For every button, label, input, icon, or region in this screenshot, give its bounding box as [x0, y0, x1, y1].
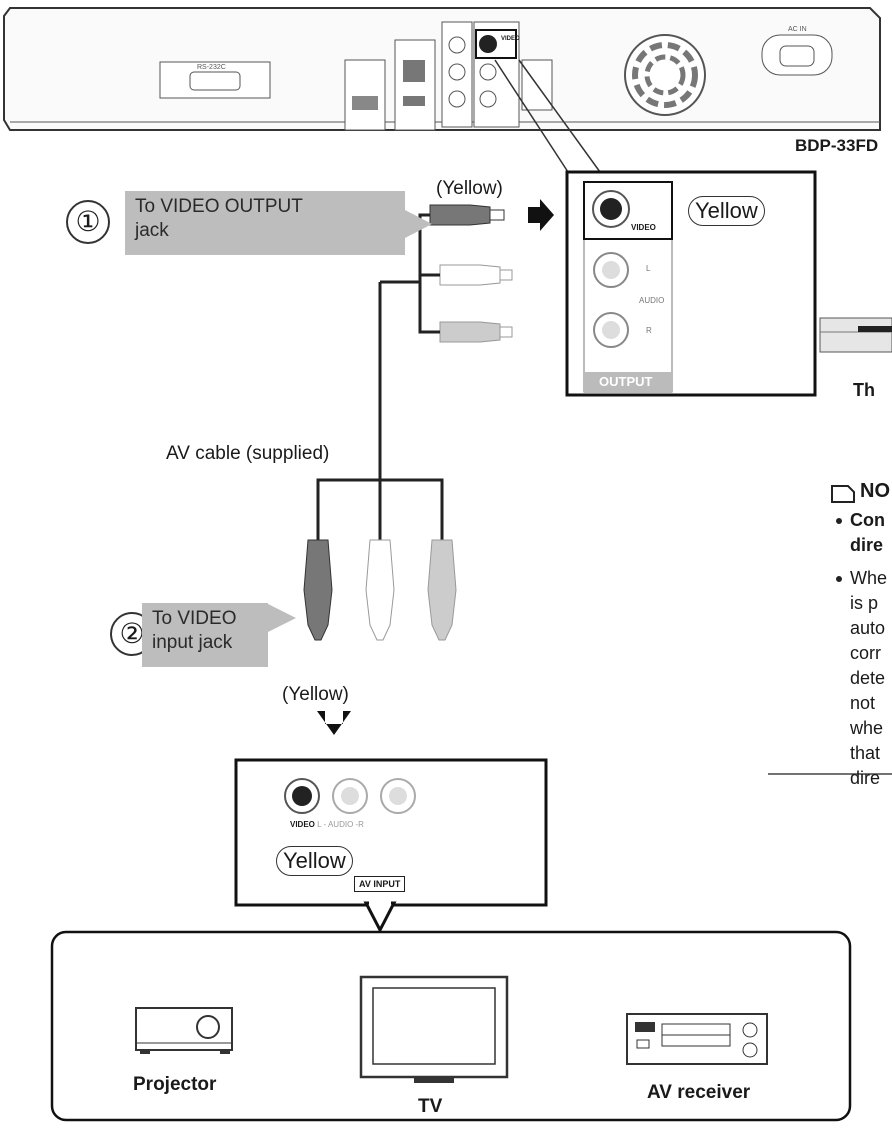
step1-line1: To VIDEO OUTPUT: [135, 196, 303, 217]
output-video-label: VIDEO: [631, 223, 656, 232]
output-audio-l-label: L: [646, 264, 651, 273]
bullet1: Con dire: [850, 508, 885, 558]
bullet2-line: dete: [850, 668, 886, 688]
step1-callout: To VIDEO OUTPUT jack: [125, 191, 405, 255]
side-player-illustration: [819, 317, 892, 353]
av-input-tag: AV INPUT: [354, 876, 406, 892]
ac-in-label: AC IN: [788, 26, 807, 33]
callout1-pointer: [405, 210, 432, 238]
input-yellow-oval: Yellow: [276, 846, 353, 876]
output-footer-label: OUTPUT: [599, 374, 653, 389]
arrow-down: [317, 711, 351, 735]
bullet2-line: that: [850, 743, 881, 763]
cable-label: AV cable (supplied): [166, 443, 330, 464]
bullet2-line: is p: [850, 593, 879, 613]
bullet2-line: Whe: [850, 568, 888, 588]
bottom-yellow-label: (Yellow): [282, 684, 349, 705]
output-audio-label: AUDIO: [639, 296, 665, 305]
rs232c-label: RS-232C: [197, 64, 226, 71]
bullet2-line: not: [850, 693, 876, 713]
av-receiver-label: AV receiver: [647, 1082, 751, 1103]
bullet2-line: dire: [850, 768, 881, 788]
bullet2-line: corr: [850, 643, 881, 663]
step1-line2: jack: [135, 220, 169, 241]
av-receiver-illustration: [626, 1013, 768, 1065]
bullet1-line2: dire: [850, 535, 884, 555]
step2-line2: input jack: [152, 632, 233, 653]
player-model-label: BDP-33FD: [795, 136, 879, 155]
side-caption-cut: Th: [853, 380, 875, 400]
projector-illustration: [135, 1007, 233, 1054]
output-yellow-oval: Yellow: [688, 196, 765, 226]
top-yellow-label: (Yellow): [436, 178, 503, 199]
arrow-right: [528, 199, 554, 231]
panel-video-label: VIDEO: [501, 36, 520, 42]
bullet2: Whe is p auto corr dete not whe that dir…: [850, 566, 887, 791]
tv-illustration: [359, 975, 509, 1083]
callout2-pointer: [268, 604, 296, 632]
bottom-plugs: [303, 539, 457, 641]
projector-label: Projector: [133, 1074, 217, 1095]
step1-number: ①: [66, 200, 110, 244]
step2-line1: To VIDEO: [152, 608, 237, 629]
input-video-caption: VIDEO: [290, 820, 315, 829]
input-jack-caption: VIDEO L - AUDIO -R: [290, 820, 364, 829]
top-plugs: [429, 204, 513, 343]
bullet2-line: auto: [850, 618, 886, 638]
tv-label: TV: [418, 1096, 443, 1117]
bullet2-line: whe: [850, 718, 884, 738]
bullet1-line1: Con: [850, 510, 885, 530]
input-audio-caption: L - AUDIO -R: [314, 820, 364, 829]
output-audio-r-label: R: [646, 326, 652, 335]
note-icon: [831, 485, 855, 503]
step2-callout: To VIDEO input jack: [142, 603, 268, 667]
player-rear-panel: [3, 7, 881, 131]
note-heading: NO: [860, 480, 890, 502]
